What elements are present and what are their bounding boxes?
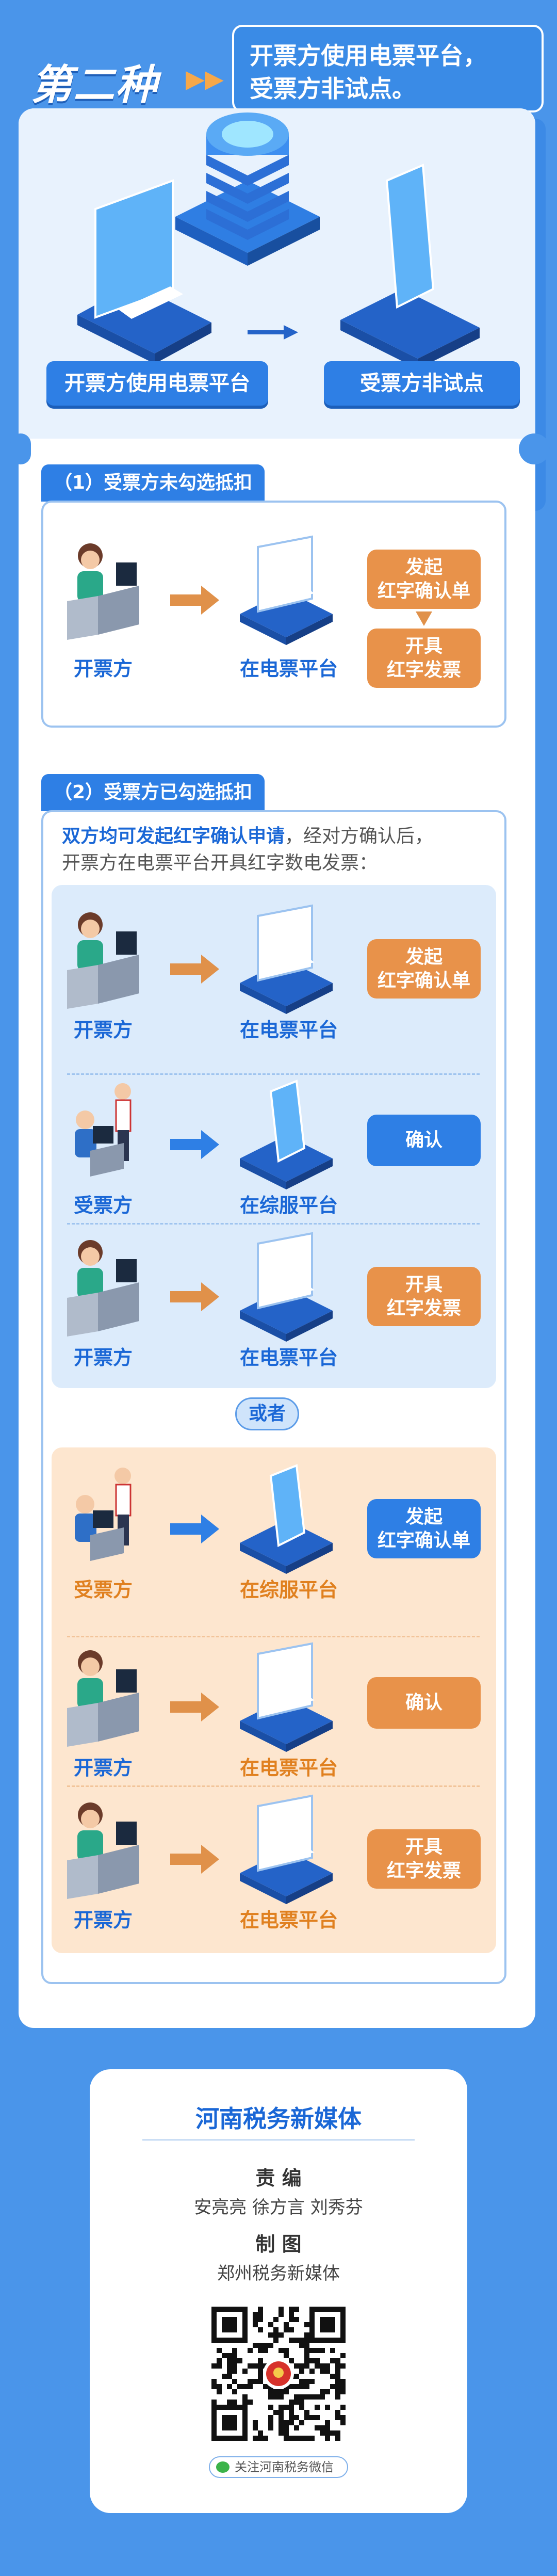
option-a-row1-pill-line1: 发起 — [405, 946, 443, 968]
option-a-row1-left-label: 开票方 — [73, 1019, 133, 1041]
option-a-row2-action-pill: 确认 — [367, 1115, 481, 1166]
option-a-row2-pill-line1: 确认 — [405, 1130, 443, 1151]
option-b-row3-mid-label: 在电票平台 — [239, 1909, 338, 1931]
flow-arrow-icon — [170, 1845, 219, 1874]
s1-initiate-pill: 发起 红字确认单 — [367, 550, 481, 609]
option-b-row3-pill-line2: 红字发票 — [386, 1860, 461, 1881]
header-title: 第二种 — [31, 61, 158, 109]
option-b-divider-2 — [67, 1785, 480, 1787]
option-b-row2-mid-label: 在电票平台 — [239, 1757, 338, 1779]
section2-note-rest2: 开票方在电票平台开具红字数电发票： — [62, 852, 378, 874]
receiver-staff-icon — [75, 1083, 132, 1177]
s1-left-label: 开票方 — [73, 657, 133, 680]
option-a-row1-pill-line2: 红字确认单 — [377, 970, 470, 991]
issuer-clerk-icon — [67, 1240, 139, 1337]
footer-brand: 河南税务新媒体 — [195, 2105, 362, 2133]
footer-editor-title: 责 编 — [255, 2167, 302, 2189]
wechat-icon — [216, 2461, 230, 2473]
header-line-1: 开票方使用电票平台， — [250, 42, 487, 70]
option-a-row1-action-pill: 发起红字确认单 — [367, 939, 481, 999]
issuer-clerk-icon — [67, 912, 139, 1009]
section2-note: 双方均可发起红字确认申请，经对方确认后， 开票方在电票平台开具红字数电发票： — [62, 823, 526, 877]
s1-issue-pill: 开具 红字发票 — [367, 629, 481, 688]
e-invoice-platform-icon — [240, 1642, 333, 1752]
s1-platform-icon — [240, 535, 333, 645]
footer-card — [90, 2069, 467, 2513]
option-b-row1-pill-line2: 红字确认单 — [377, 1530, 470, 1551]
follow-wechat-badge[interactable]: 关注河南税务微信 — [209, 2456, 348, 2478]
qr-code-icon — [211, 2307, 346, 2441]
server-stack-icon — [175, 112, 320, 266]
flow-arrow-icon — [170, 1130, 219, 1159]
header-arrows-icon: ▶▶ — [186, 65, 224, 93]
option-b-row2-left-label: 开票方 — [73, 1757, 133, 1779]
top-illustration — [77, 112, 480, 369]
option-b-row3-left-label: 开票方 — [73, 1909, 133, 1931]
issuer-clerk-icon — [67, 543, 139, 640]
issuer-platform-label: 开票方使用电票平台 — [46, 361, 268, 406]
s1-mid-label: 在电票平台 — [239, 657, 338, 680]
option-a-row2-mid-label: 在综服平台 — [239, 1194, 338, 1217]
option-b-row1-action-pill: 发起红字确认单 — [367, 1499, 481, 1558]
section2-note-rest1: ，经对方确认后， — [285, 826, 434, 847]
service-platform-icon — [240, 1464, 333, 1574]
section2-note-highlight: 双方均可发起红字确认申请 — [62, 826, 285, 847]
receiver-staff-icon — [75, 1468, 132, 1561]
header-description-box: 开票方使用电票平台， 受票方非试点。 — [232, 25, 544, 112]
s1-issue-pill-line2: 红字发票 — [386, 659, 461, 681]
option-b-row2-pill-line1: 确认 — [405, 1692, 443, 1713]
e-invoice-platform-icon — [240, 1232, 333, 1342]
option-a-row3-left-label: 开票方 — [73, 1346, 133, 1369]
receiver-non-pilot-label: 受票方非试点 — [324, 361, 520, 406]
option-a-row1-mid-label: 在电票平台 — [239, 1019, 338, 1041]
s1-arrow-icon — [170, 586, 219, 615]
footer-drawing-title: 制 图 — [255, 2233, 302, 2256]
monitor-platform-icon — [77, 179, 211, 364]
s1-initiate-pill-line2: 红字确认单 — [377, 580, 470, 602]
s1-down-arrow-icon — [416, 611, 432, 626]
flow-arrow-icon — [170, 955, 219, 984]
option-a-row2-left-label: 受票方 — [73, 1194, 133, 1217]
option-b-row1-left-label: 受票方 — [73, 1579, 133, 1601]
or-badge: 或者 — [235, 1397, 299, 1430]
option-b-divider-1 — [67, 1636, 480, 1637]
option-a-divider-2 — [67, 1223, 480, 1225]
flow-arrow-icon — [170, 1693, 219, 1721]
header-line-2: 受票方非试点。 — [250, 75, 416, 103]
option-b-row3-pill-line1: 开具 — [405, 1836, 443, 1858]
option-b-row2-action-pill: 确认 — [367, 1677, 481, 1729]
issuer-clerk-icon — [67, 1650, 139, 1747]
footer-editors: 安亮亮 徐方言 刘秀芬 — [194, 2197, 363, 2218]
footer-drawing: 郑州税务新媒体 — [217, 2263, 340, 2284]
option-b-row1-mid-label: 在综服平台 — [239, 1579, 338, 1601]
follow-text: 关注河南税务微信 — [235, 2460, 334, 2474]
issuer-clerk-icon — [67, 1802, 139, 1899]
option-a-row3-action-pill: 开具红字发票 — [367, 1267, 481, 1326]
flow-arrow-icon — [170, 1515, 219, 1543]
section1-tab: （1）受票方未勾选抵扣 — [41, 464, 265, 502]
footer-divider — [142, 2139, 415, 2140]
service-platform-icon — [240, 1080, 333, 1189]
option-a-row3-pill-line1: 开具 — [405, 1274, 443, 1295]
card-notch-left — [10, 433, 31, 464]
e-invoice-platform-icon — [240, 904, 333, 1014]
card-notch-right — [519, 433, 550, 464]
e-invoice-platform-icon — [240, 1794, 333, 1904]
option-b-row1-pill-line1: 发起 — [405, 1506, 443, 1527]
option-a-row3-pill-line2: 红字发票 — [386, 1297, 461, 1319]
flow-arrow-icon — [248, 325, 298, 340]
flow-arrow-icon — [170, 1282, 219, 1311]
phone-platform-icon — [340, 164, 480, 369]
option-b-row3-action-pill: 开具红字发票 — [367, 1829, 481, 1889]
s1-initiate-pill-line1: 发起 — [405, 556, 443, 578]
option-a-divider-1 — [67, 1073, 480, 1075]
option-a-row3-mid-label: 在电票平台 — [239, 1346, 338, 1369]
section2-tab: （2）受票方已勾选抵扣 — [41, 774, 265, 811]
s1-issue-pill-line1: 开具 — [405, 635, 443, 657]
